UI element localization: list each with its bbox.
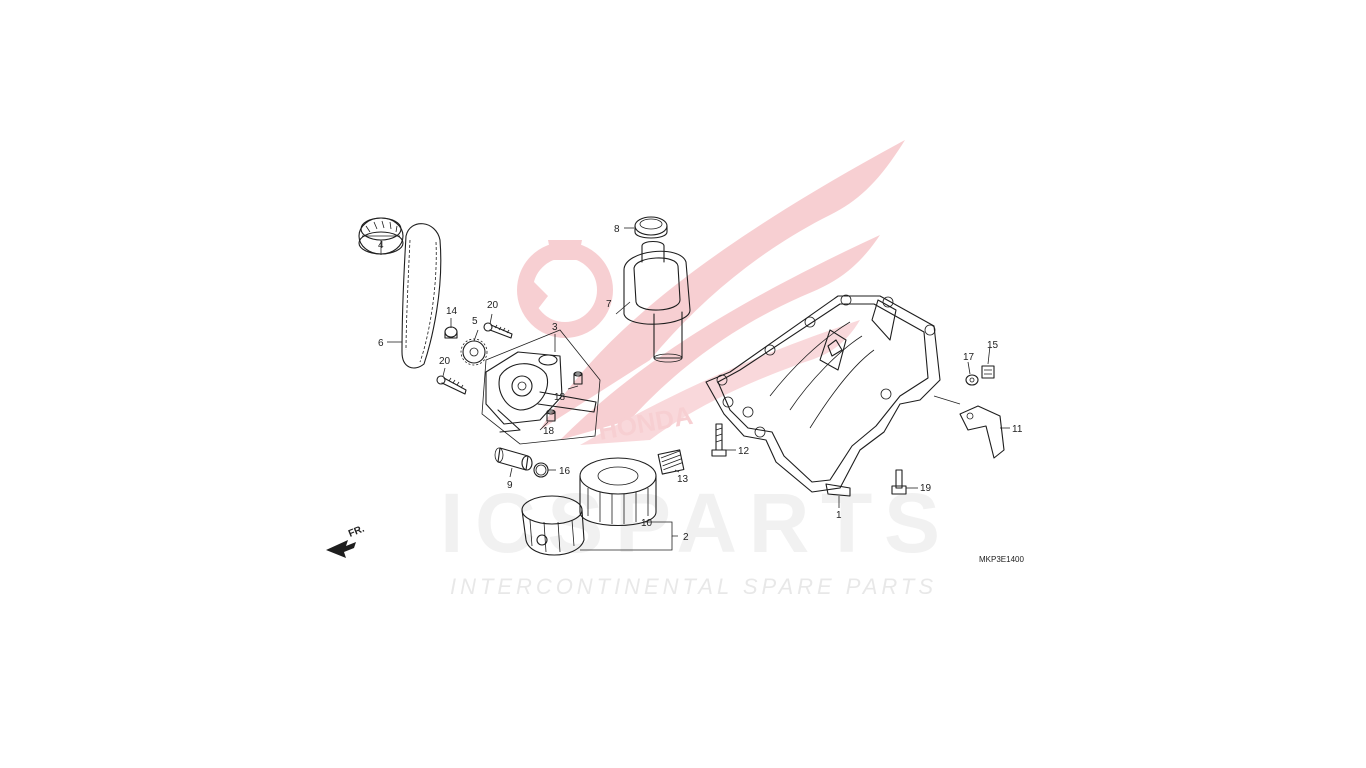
- callout-14: 14: [446, 306, 458, 317]
- part-9-relief-valve: [494, 447, 533, 471]
- part-17-washer: [965, 374, 979, 386]
- callout-12: 12: [738, 446, 750, 457]
- part-8-seal: [634, 216, 668, 239]
- callout-18-lower: 18: [543, 426, 555, 437]
- callout-5: 5: [472, 316, 478, 327]
- part-15-drain-bolt: [981, 365, 995, 379]
- callout-19: 19: [920, 483, 932, 494]
- leader-lines: [380, 227, 1010, 551]
- part-13-threaded-bolt: [657, 449, 685, 475]
- callout-16: 16: [559, 466, 571, 477]
- part-16-o-ring: [533, 462, 549, 478]
- watermark: HONDA ICSPARTS INTERCONTINENTAL SPARE PA…: [440, 140, 940, 599]
- callout-18-upper: 18: [554, 392, 566, 403]
- part-7-oil-strainer: [623, 240, 691, 363]
- callout-10: 10: [641, 518, 653, 529]
- callout-labels: 1 2 3 4 5 6 7 8 9 10 11 12 13 14 15 16 1…: [378, 224, 1023, 543]
- callout-11: 11: [1012, 424, 1023, 435]
- part-14-nut: [444, 326, 458, 339]
- arrow-left-icon: [326, 540, 356, 558]
- callout-4: 4: [378, 240, 384, 251]
- drawing-code: MKP3E1400: [979, 555, 1024, 564]
- wing-emblem-icon: [517, 140, 905, 445]
- watermark-brand: ICSPARTS: [440, 476, 940, 570]
- direction-label: FR.: [347, 523, 366, 539]
- callout-17: 17: [963, 352, 975, 363]
- front-direction-arrow: FR.: [326, 523, 366, 558]
- callout-13: 13: [677, 474, 689, 485]
- part-20-bolt-lower: [436, 375, 467, 395]
- part-18-dowel-upper: [573, 371, 583, 385]
- callout-7: 7: [606, 299, 612, 310]
- watermark-tagline: INTERCONTINENTAL SPARE PARTS: [450, 574, 935, 599]
- part-20-bolt-upper: [483, 322, 513, 339]
- part-11-bracket: [959, 405, 1005, 459]
- callout-20-lower: 20: [439, 356, 451, 367]
- part-3-oil-pump: [481, 329, 601, 445]
- callout-2: 2: [683, 532, 689, 543]
- part-2-filter-assembly: [521, 495, 585, 556]
- part-12-bolt: [711, 423, 727, 457]
- part-19-bolt: [891, 469, 907, 495]
- part-5-gear: [460, 338, 488, 366]
- callout-20-upper: 20: [487, 300, 499, 311]
- part-1-oil-pan: [705, 294, 941, 497]
- callout-6: 6: [378, 338, 384, 349]
- part-18-dowel-lower: [546, 409, 556, 422]
- callout-1: 1: [836, 510, 842, 521]
- callout-8: 8: [614, 224, 620, 235]
- part-6-chain: [401, 223, 442, 369]
- callout-3: 3: [552, 322, 558, 333]
- callout-9: 9: [507, 480, 513, 491]
- callout-15: 15: [987, 340, 999, 351]
